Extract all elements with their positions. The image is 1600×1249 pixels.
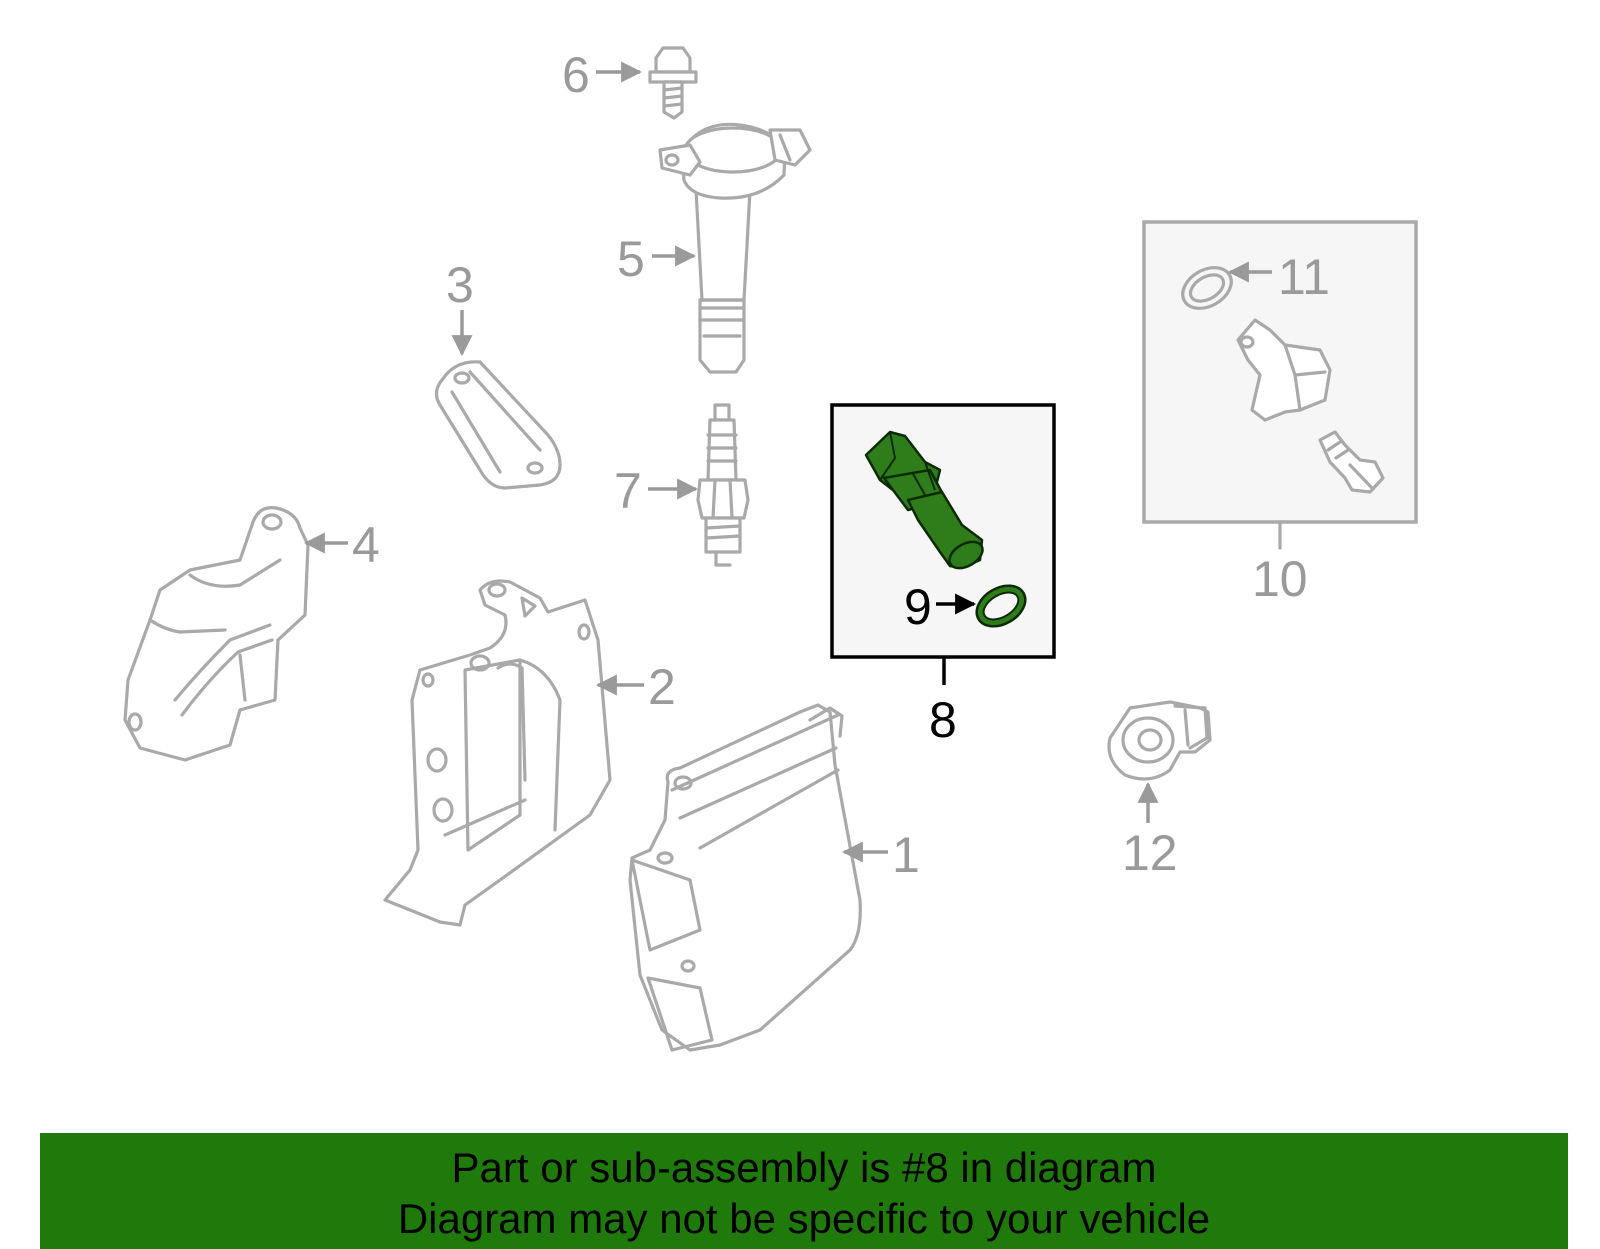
part-8-camshaft-sensor-box[interactable] — [830, 403, 1056, 685]
callout-12: 12 — [1122, 825, 1178, 881]
part-8-sensor[interactable] — [864, 430, 987, 574]
callout-6: 6 — [562, 47, 590, 103]
callout-8: 8 — [929, 692, 957, 748]
callout-5: 5 — [617, 231, 645, 287]
banner-line-2: Diagram may not be specific to your vehi… — [397, 1195, 1211, 1242]
callout-3: 3 — [446, 257, 474, 313]
callout-1: 1 — [892, 827, 920, 883]
part-3-bracket[interactable] — [434, 360, 562, 490]
part-1-ecu[interactable] — [628, 703, 862, 1052]
banner-line-1: Part or sub-assembly is #8 in diagram — [451, 1144, 1157, 1191]
callout-9: 9 — [904, 579, 932, 635]
part-9-o-ring[interactable] — [969, 577, 1032, 634]
callout-2: 2 — [648, 659, 676, 715]
callout-11: 11 — [1278, 249, 1330, 305]
callout-7: 7 — [614, 463, 642, 519]
part-7-spark-plug[interactable] — [696, 403, 750, 567]
part-6-bolt[interactable] — [648, 46, 698, 120]
callout-4: 4 — [352, 517, 380, 573]
info-banner: Part or sub-assembly is #8 in diagram Di… — [40, 1133, 1568, 1249]
callout-10: 10 — [1252, 551, 1308, 607]
part-12-knock-sensor[interactable] — [1107, 700, 1212, 781]
part-4-sensor-housing[interactable] — [123, 506, 310, 762]
part-10-sensor-kit[interactable] — [1142, 220, 1418, 550]
part-2-heat-shield[interactable] — [383, 579, 612, 927]
part-5-ignition-coil[interactable] — [658, 122, 812, 374]
